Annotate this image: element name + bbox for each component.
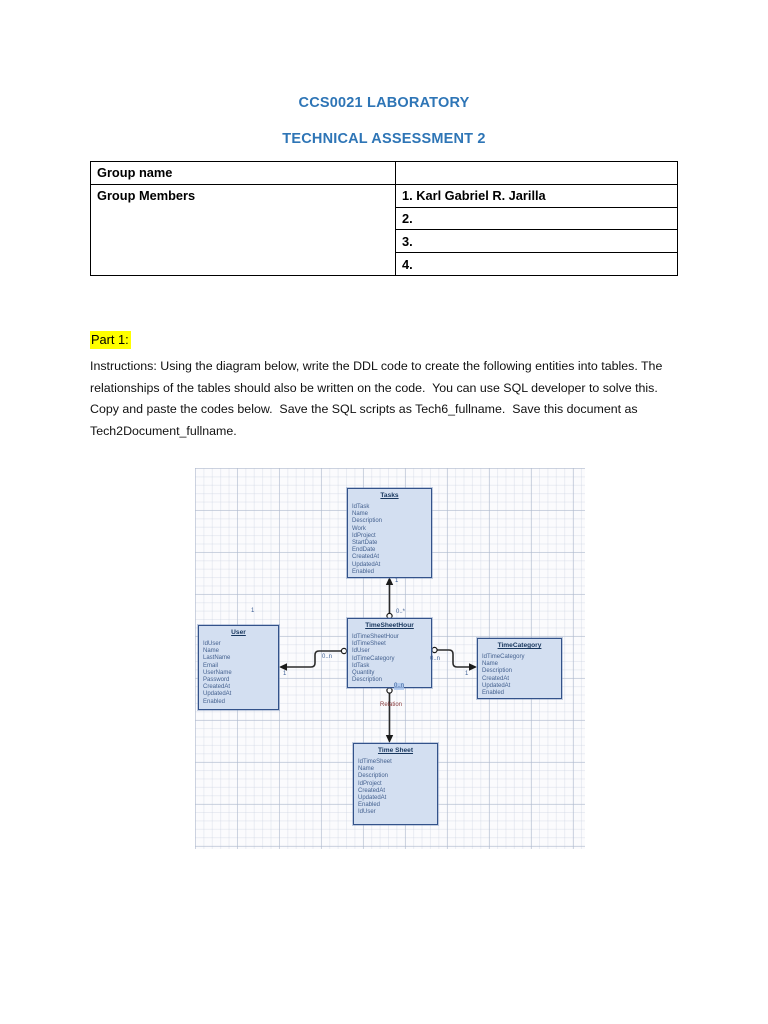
entity-title: Time Sheet: [377, 747, 414, 754]
one-arrow-icon: [469, 663, 477, 671]
group-name-label: Group name: [90, 161, 396, 185]
entity-title: TimeCategory: [497, 642, 542, 649]
table-row: Group Members 1. Karl Gabriel R. Jarilla: [90, 183, 678, 276]
entity-field: UpdatedAt: [482, 682, 511, 689]
many-end-icon: [340, 647, 348, 655]
entity-field: IdTask: [352, 662, 370, 669]
entity-field: Name: [203, 648, 220, 655]
entity-field: UpdatedAt: [352, 561, 381, 568]
entity-field: Enabled: [358, 802, 381, 809]
connector-timesheethour-timesheet: [385, 687, 394, 743]
entity-field: IdUser: [352, 648, 370, 655]
entity-field-list: IdTimeSheetHour IdTimeSheet IdUser IdTim…: [348, 630, 431, 684]
entity-title: Tasks: [380, 492, 399, 499]
entity-field: IdTimeCategory: [482, 654, 525, 660]
entity-field: CreatedAt: [352, 554, 380, 561]
entity-field: StartDate: [352, 540, 378, 547]
cardinality-category-many: 0..n: [430, 656, 441, 662]
entity-field: CreatedAt: [358, 787, 386, 794]
entity-field: IdUser: [358, 809, 376, 816]
entity-field: Description: [482, 668, 513, 675]
one-arrow-icon: [279, 663, 287, 671]
relation-name-label: Relation: [379, 702, 402, 708]
entity-field: EndDate: [352, 547, 376, 554]
many-end-icon: [431, 646, 438, 654]
entity-field: IdProject: [352, 532, 376, 539]
entity-field: Name: [482, 661, 499, 668]
entity-field: Name: [352, 511, 369, 518]
many-end-icon: [386, 687, 393, 694]
member-slot-3: 3.: [395, 229, 678, 254]
group-info-table: Group name Group Members 1. Karl Gabriel…: [90, 161, 678, 276]
entity-field: CreatedAt: [482, 675, 510, 682]
entity-field: Name: [358, 766, 375, 773]
member-slot-2: 2.: [395, 206, 678, 231]
entity-field: Password: [203, 677, 230, 684]
connector-tasks-timesheethour: [385, 577, 394, 620]
doc-title: CCS0021 LABORATORY: [298, 95, 470, 111]
entity-field: Work: [352, 525, 366, 532]
entity-title: User: [231, 629, 246, 636]
group-name-value: [395, 161, 678, 185]
one-arrow-icon: [385, 735, 394, 743]
connector-lines: [279, 577, 477, 743]
entity-timesheethour: TimeSheetHour IdTimeSheetHour IdTimeShee…: [347, 618, 432, 688]
table-row: 4.: [91, 252, 678, 276]
entity-timecategory: TimeCategory IdTimeCategory Name Descrip…: [477, 638, 562, 699]
entity-field: IdProject: [358, 780, 382, 787]
entity-field: Enabled: [352, 568, 375, 575]
part1-highlight: Part 1:: [90, 331, 131, 349]
part1-heading: Part 1:: [90, 331, 131, 349]
entity-tasks: Tasks IdTask Name Description Work IdPro…: [347, 488, 432, 578]
table-row: Group name: [90, 161, 678, 185]
one-arrow-icon: [385, 577, 394, 585]
cardinality-category-one: 1: [465, 671, 469, 677]
member-slot-1: 1. Karl Gabriel R. Jarilla: [395, 183, 678, 208]
entity-field: UpdatedAt: [203, 691, 232, 698]
entity-field-list: IdTask Name Description Work IdProject S…: [348, 500, 431, 576]
cardinality-tasks-many: 0..*: [396, 609, 406, 615]
instructions-paragraph: Instructions: Using the diagram below, w…: [90, 359, 666, 439]
group-members-label: Group Members: [90, 183, 396, 276]
entity-field: UserName: [203, 669, 232, 676]
entity-title: TimeSheetHour: [365, 622, 414, 629]
entity-user: User IdUser Name LastName Email UserName…: [198, 625, 279, 710]
entity-field: UpdatedAt: [358, 795, 387, 802]
entity-field: Description: [352, 518, 383, 525]
entity-field: Description: [358, 773, 389, 780]
entity-field: Email: [203, 662, 219, 669]
entity-field: Quantity: [352, 670, 375, 677]
entity-field: CreatedAt: [203, 684, 231, 691]
entity-field-list: IdTimeSheet Name Description IdProject C…: [354, 755, 437, 817]
entity-field: Description: [352, 677, 383, 684]
entity-field-list: IdUser Name LastName Email UserName Pass…: [199, 637, 278, 706]
cardinality-sheet-many: 0..n: [394, 683, 405, 690]
member-slot-4: 4.: [395, 252, 678, 276]
entity-field: IdTimeSheet: [358, 759, 392, 765]
entity-timesheet: Time Sheet IdTimeSheet Name Description …: [353, 743, 438, 825]
er-diagram: Tasks IdTask Name Description Work IdPro…: [195, 468, 585, 849]
doc-subtitle: TECHNICAL ASSESSMENT 2: [282, 131, 486, 147]
connector-user-timesheethour: [279, 647, 348, 671]
connector-timesheethour-timecategory: [431, 646, 477, 671]
entity-field: IdTimeCategory: [352, 655, 395, 662]
entity-field: Enabled: [482, 690, 505, 697]
entity-field: IdTask: [352, 504, 370, 510]
entity-field: IdTimeSheet: [352, 641, 386, 648]
cardinality-user-many: 0..n: [322, 654, 333, 660]
entity-field: LastName: [203, 655, 231, 662]
cardinality-user-one: 1: [283, 671, 287, 677]
entity-field-list: IdTimeCategory Name Description CreatedA…: [478, 650, 561, 697]
entity-field: Enabled: [203, 698, 226, 705]
floating-one-label: 1: [251, 608, 255, 614]
cardinality-tasks-one: 1: [395, 578, 399, 584]
entity-field: IdUser: [203, 641, 221, 647]
entity-field: IdTimeSheetHour: [352, 634, 399, 640]
